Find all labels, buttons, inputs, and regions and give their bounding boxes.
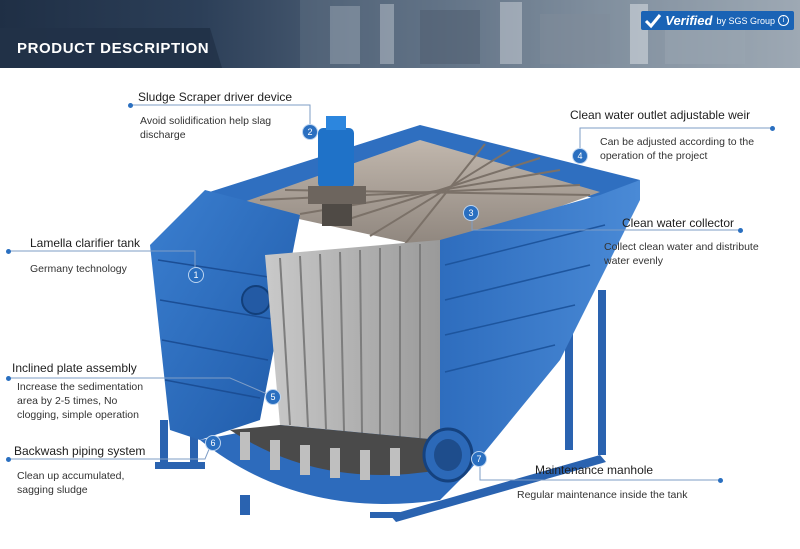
inclined-plates <box>265 240 440 440</box>
callout-7-title: Maintenance manhole <box>535 463 654 477</box>
callout-dot-1 <box>6 249 11 254</box>
callout-1-desc: Germany technology <box>30 263 127 275</box>
callout-6-desc: Clean up accumulated, sagging sludge <box>17 470 125 496</box>
verified-badge[interactable]: Verified by SGS Group i <box>641 11 794 30</box>
callout-5-desc: Increase the sedimentation area by 2-5 t… <box>17 381 144 421</box>
callout-dot-5 <box>6 376 11 381</box>
marker-3[interactable]: 3 <box>463 205 479 221</box>
leader-lines <box>8 104 772 481</box>
support-legs <box>155 290 606 522</box>
callout-2-title: Sludge Scraper driver device <box>138 90 293 104</box>
callout-6-title: Backwash piping system <box>14 444 146 458</box>
verified-by: by SGS Group <box>716 15 775 26</box>
callout-4-title: Clean water outlet adjustable weir <box>570 108 751 122</box>
marker-4[interactable]: 4 <box>572 148 588 164</box>
callout-2-desc: Avoid solidification help slag discharge <box>140 115 272 141</box>
callout-5-title: Inclined plate assembly <box>12 361 137 375</box>
callout-3-title: Clean water collector <box>622 216 735 230</box>
info-icon[interactable]: i <box>778 15 789 26</box>
callout-3-desc: Collect clean water and distribute water… <box>604 241 759 267</box>
callout-dot-2 <box>128 103 133 108</box>
callout-dot-7 <box>718 478 723 483</box>
header-banner: PRODUCT DESCRIPTION Verified by SGS Grou… <box>0 0 800 68</box>
marker-5[interactable]: 5 <box>265 389 281 405</box>
marker-2[interactable]: 2 <box>302 124 318 140</box>
callout-1-title: Lamella clarifier tank <box>30 236 141 250</box>
marker-7[interactable]: 7 <box>471 451 487 467</box>
check-icon <box>641 11 665 30</box>
callout-dot-3 <box>738 228 743 233</box>
page-title: PRODUCT DESCRIPTION <box>17 40 210 57</box>
callout-7-desc: Regular maintenance inside the tank <box>517 489 688 501</box>
marker-6[interactable]: 6 <box>205 435 221 451</box>
tank-right-wall <box>440 180 640 470</box>
marker-1[interactable]: 1 <box>188 267 204 283</box>
callout-dot-6 <box>6 457 11 462</box>
callout-dot-4 <box>770 126 775 131</box>
motor <box>308 116 366 226</box>
verified-word: Verified <box>665 13 713 28</box>
callout-4-desc: Can be adjusted according to the operati… <box>600 136 755 162</box>
